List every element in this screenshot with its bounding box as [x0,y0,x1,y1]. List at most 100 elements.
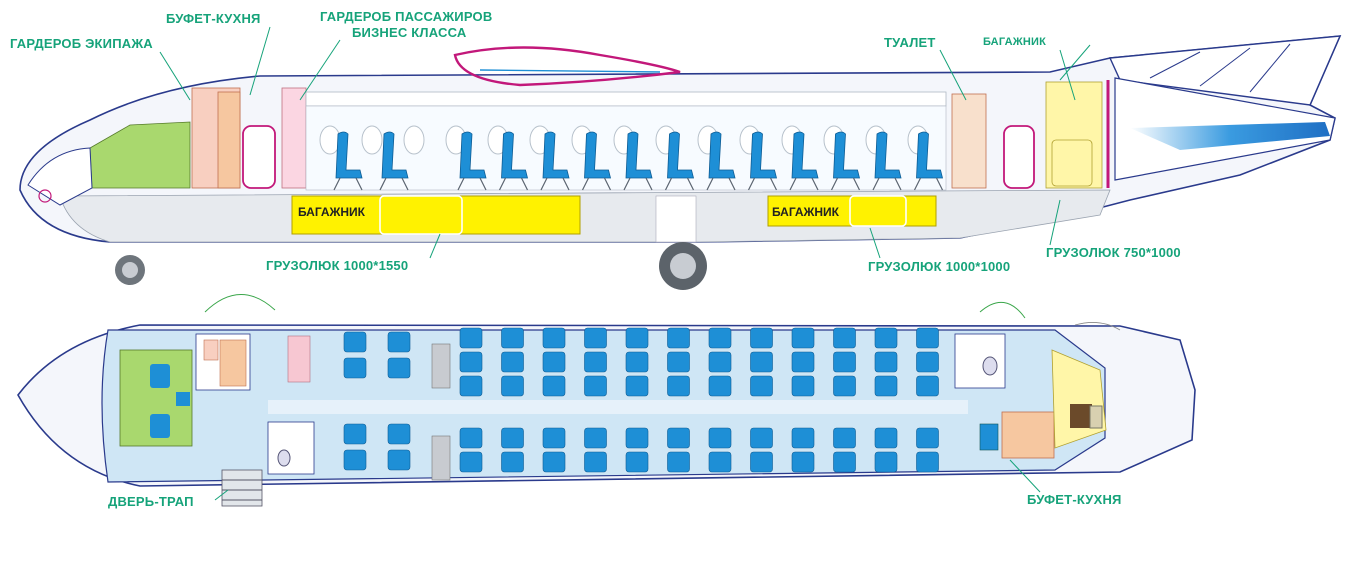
aircraft-seat-icon [501,375,524,397]
side-view [19,35,1342,290]
aircraft-seat-icon [916,451,939,473]
aircraft-seat-icon [459,427,483,449]
label-hold-fwd: БАГАЖНИК [298,205,366,219]
aircraft-seat-icon [379,131,409,191]
aircraft-seat-icon [708,375,732,397]
label-cargo-hatch-rear: ГРУЗОЛЮК 750*1000 [1046,245,1181,260]
aircraft-seat-icon [916,427,939,449]
cabin-window-icon [403,125,425,155]
rear-door-side [1003,125,1035,189]
aircraft-seat-icon [833,327,856,349]
aircraft-seat-icon [542,351,566,373]
aircraft-seat-icon [333,131,363,191]
aircraft-seat-icon [874,327,898,349]
aircraft-seat-icon [625,351,649,373]
aircraft-seat-icon [706,131,736,191]
aircraft-seat-icon [459,327,483,349]
cargo-hatch-fwd-outline [379,195,463,235]
plan-view [17,294,1196,507]
label-pax-wardrobe-line2: БИЗНЕС КЛАССА [352,25,467,40]
aircraft-seat-icon [916,327,939,349]
aircraft-seat-icon [874,427,898,449]
aircraft-seat-icon [584,427,607,449]
aircraft-seat-icon [501,451,524,473]
aircraft-seat-icon [459,451,483,473]
aircraft-seat-icon [667,375,690,397]
aircraft-seat-icon [874,351,898,373]
label-hold-aft: БАГАЖНИК [772,205,840,219]
label-pax-wardrobe-line1: ГАРДЕРОБ ПАССАЖИРОВ [320,9,493,24]
rear-baggage-side [1045,81,1103,189]
plan-galley-rear [1001,411,1055,459]
aircraft-seat-icon [667,427,690,449]
aircraft-seat-icon [625,451,649,473]
aircraft-seat-icon [667,351,690,373]
nose-wheel-icon [115,255,145,285]
aircraft-seat-icon [625,427,649,449]
aircraft-seat-icon [387,357,411,379]
aircraft-seat-icon [542,451,566,473]
aircraft-seat-icon [916,375,939,397]
aircraft-seat-icon [833,451,856,473]
aircraft-seat-icon [708,451,732,473]
aircraft-seat-icon [708,351,732,373]
cargo-hatch-aft-outline [849,195,907,227]
aircraft-seat-icon [498,131,529,191]
aircraft-seat-icon [625,327,649,349]
label-door-stair: ДВЕРЬ-ТРАП [108,494,194,509]
dorsal-antenna [453,46,681,87]
aircraft-seat-icon [387,423,411,445]
aircraft-seat-icon [833,375,856,397]
aircraft-seat-icon [872,131,902,191]
aircraft-seat-icon [913,131,944,191]
front-door-swing [204,294,276,313]
label-baggage-top: БАГАЖНИК [983,36,1047,48]
hold-fwd [291,195,581,235]
label-toilet: ТУАЛЕТ [884,35,936,50]
aircraft-seat-icon [833,427,856,449]
aircraft-seat-icon [750,427,773,449]
label-cargo-hatch-fwd: ГРУЗОЛЮК 1000*1550 [266,258,409,273]
aircraft-seat-icon [667,451,690,473]
plan-toilet-rear [954,333,1006,389]
aircraft-seat-icon [581,131,612,191]
aircraft-seat-icon [833,351,856,373]
label-galley-bottom: БУФЕТ-КУХНЯ [1027,492,1122,507]
aircraft-seat-icon [874,375,898,397]
plan-toilet-front [267,421,315,475]
aircraft-seat-icon [542,427,566,449]
cockpit-nose [27,147,93,206]
label-galley-top: БУФЕТ-КУХНЯ [166,11,261,26]
aircraft-seat-icon [623,131,653,191]
aircraft-seat-icon [747,131,778,191]
aircraft-seat-icon [791,427,815,449]
aircraft-seat-icon [664,131,695,191]
aircraft-seat-icon [584,375,607,397]
plan-aisle [268,400,968,414]
aircraft-seat-icon [459,351,483,373]
toilet-side [951,93,987,189]
aircraft-seat-icon [459,375,483,397]
aircraft-seat-icon [789,131,819,191]
aircraft-seat-icon [343,449,367,471]
aircraft-seat-icon [387,449,411,471]
aircraft-seat-icon [874,451,898,473]
tail-stripe [1130,122,1330,150]
label-cargo-hatch-aft: ГРУЗОЛЮК 1000*1000 [868,259,1011,274]
aircraft-seat-icon [343,331,367,353]
aircraft-seat-icon [584,451,607,473]
business-divider-bottom [431,435,451,481]
label-crew-wardrobe: ГАРДЕРОБ ЭКИПАЖА [10,36,153,51]
door-stair-icon [221,469,263,507]
aircraft-seat-icon [791,375,815,397]
side-lower-band [59,189,1111,243]
aircraft-seat-icon [542,327,566,349]
aircraft-seat-icon [708,327,732,349]
aircraft-seat-icon [501,351,524,373]
aircraft-seat-icon [708,427,732,449]
aircraft-seat-icon [791,351,815,373]
aircraft-seat-icon [750,327,773,349]
plan-wardrobe [287,335,311,383]
